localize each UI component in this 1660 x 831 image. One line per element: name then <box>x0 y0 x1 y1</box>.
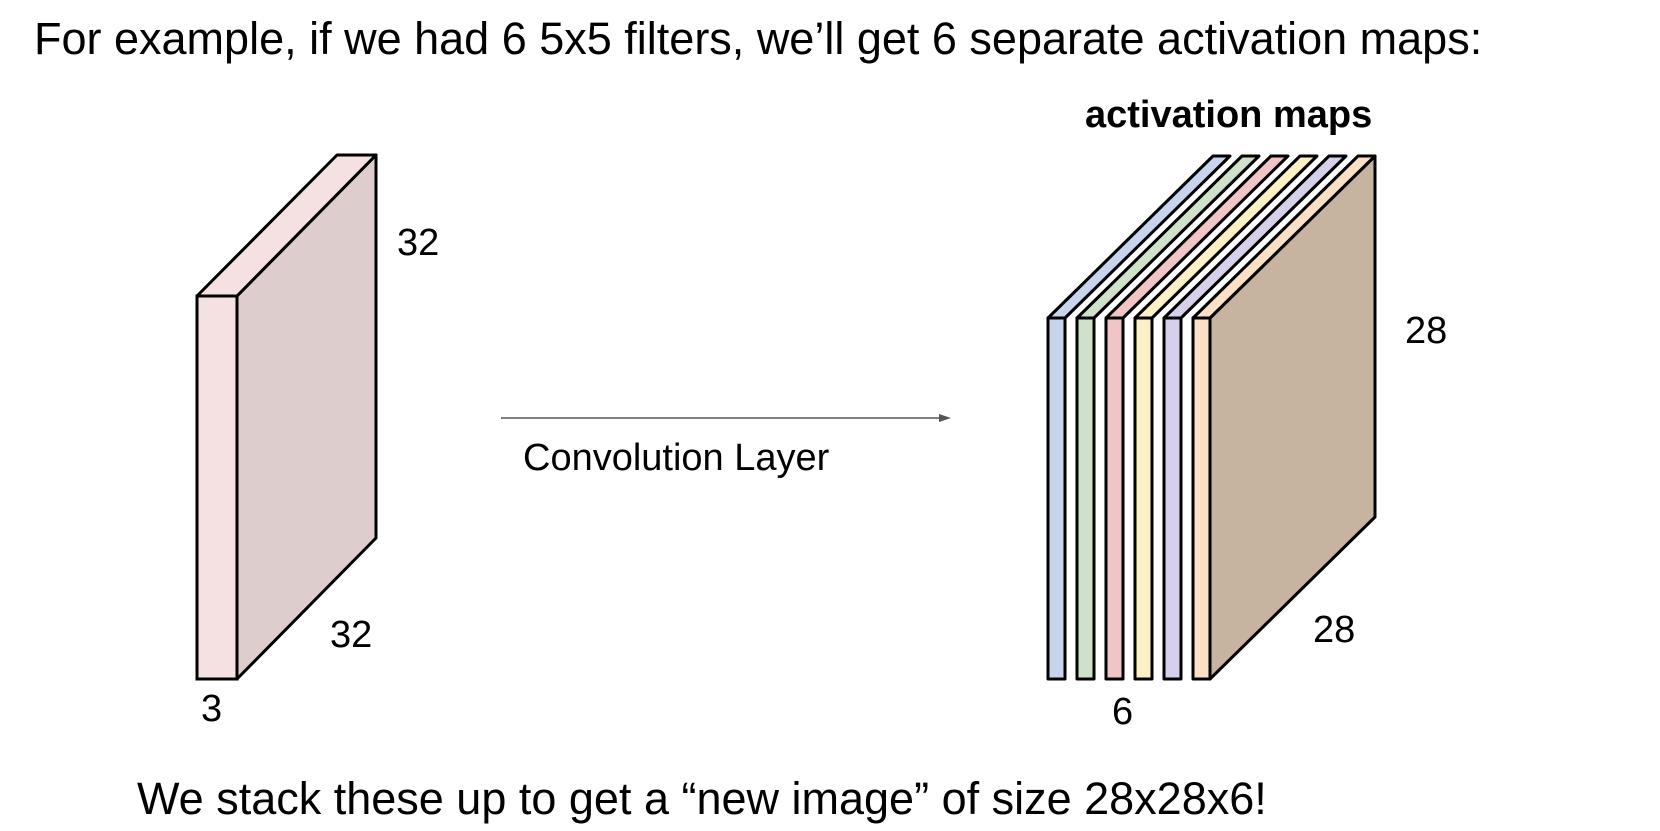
activation-maps-title: activation maps <box>1085 94 1373 136</box>
output-height-label: 28 <box>1405 310 1448 352</box>
convolution-layer-label: Convolution Layer <box>523 437 830 479</box>
input-volume <box>195 153 378 681</box>
input-height-label: 32 <box>397 222 440 264</box>
activation-map-slice <box>1075 316 1096 681</box>
activation-map-slice <box>1162 316 1183 681</box>
slide-footer: We stack these up to get a “new image” o… <box>137 773 1267 824</box>
input-width-label: 32 <box>330 614 373 656</box>
activation-map-slice <box>1133 316 1154 681</box>
activation-map-slice <box>1104 316 1125 681</box>
slide-heading: For example, if we had 6 5x5 filters, we… <box>34 13 1483 64</box>
input-volume-front <box>195 294 239 681</box>
activation-map-slice <box>1191 316 1212 681</box>
output-depth-label: 6 <box>1112 691 1134 733</box>
output-width-label: 28 <box>1313 609 1356 651</box>
activation-map-slice <box>1046 316 1067 681</box>
input-depth-label: 3 <box>201 688 223 730</box>
activation-map-stack <box>1046 154 1377 681</box>
convolution-arrow <box>501 414 951 422</box>
